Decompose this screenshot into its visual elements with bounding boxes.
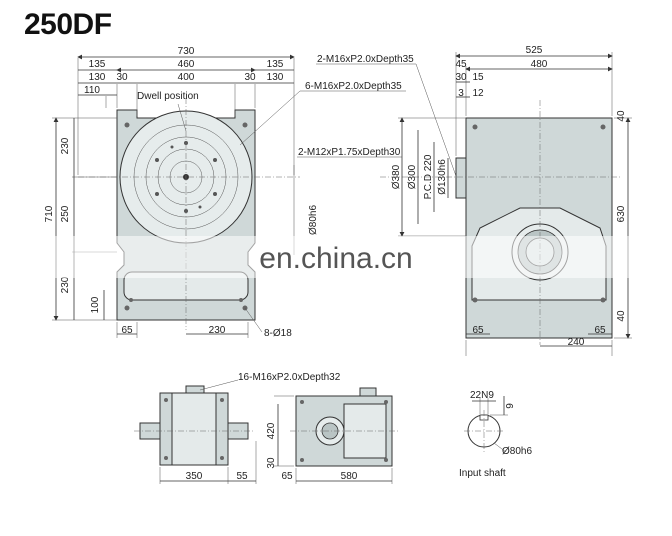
dim-420: 420 <box>266 422 277 439</box>
side-view <box>380 52 632 356</box>
dim-525: 525 <box>526 45 543 56</box>
callouts: 2-M16xP2.0xDepth35 6-M16xP2.0xDepth35 2-… <box>239 54 457 177</box>
shaft-detail-labels: 22N9 9 Ø80h6 Input shaft <box>459 390 532 479</box>
dim-230-top: 230 <box>60 137 71 154</box>
dim-dia-300: Ø300 <box>407 164 418 189</box>
dim-40-top: 40 <box>616 110 627 122</box>
side-view-dimensions: 525 480 45 30 15 3 12 Ø380 Ø300 P.C.D 22… <box>391 45 627 348</box>
label-dwell-position: Dwell position <box>137 91 199 102</box>
dim-580: 580 <box>341 471 358 482</box>
label-shaft-dia: Ø80h6 <box>308 205 319 235</box>
dim-30-right: 30 <box>244 72 256 83</box>
dim-240: 240 <box>568 337 585 348</box>
dim-15: 15 <box>472 72 484 83</box>
dim-65-left: 65 <box>472 325 484 336</box>
dim-480: 480 <box>531 59 548 70</box>
dim-pcd-220: P.C.D 220 <box>423 154 434 199</box>
dim-110: 110 <box>84 85 100 96</box>
model-title: 250DF <box>24 8 112 41</box>
dim-55: 55 <box>236 471 248 482</box>
dim-40-bottom: 40 <box>616 310 627 322</box>
dim-350: 350 <box>186 471 203 482</box>
bottom-view-labels: 420 30 65 580 <box>266 422 358 482</box>
dim-3: 3 <box>458 88 464 99</box>
label-input-shaft: Input shaft <box>459 468 506 479</box>
dim-250: 250 <box>60 205 71 222</box>
dim-100: 100 <box>90 296 101 313</box>
bottom-view <box>274 387 398 484</box>
dim-dia-380: Ø380 <box>391 164 402 189</box>
dim-65-right: 65 <box>594 325 606 336</box>
dim-45: 45 <box>455 59 467 70</box>
top-view-labels: 16-M16xP2.0xDepth32 350 55 <box>186 372 341 482</box>
dim-230-bottom: 230 <box>60 276 71 293</box>
front-view-dimensions: 730 460 135 135 130 30 400 30 130 110 23… <box>44 46 319 339</box>
dim-30-left: 30 <box>116 72 128 83</box>
dim-630: 630 <box>616 205 627 222</box>
dim-130-right: 130 <box>267 72 284 83</box>
dim-230-horizontal: 230 <box>209 325 226 336</box>
label-key-depth: 9 <box>505 403 516 409</box>
dim-135-right: 135 <box>267 59 284 70</box>
dim-65-bottom: 65 <box>281 471 293 482</box>
dim-730: 730 <box>178 46 195 57</box>
dim-400: 400 <box>178 72 195 83</box>
dim-dia-130: Ø130h6 <box>437 159 448 195</box>
callout-2-m12: 2-M12xP1.75xDepth30 <box>298 147 401 158</box>
callout-2-m16: 2-M16xP2.0xDepth35 <box>317 54 414 65</box>
label-key-width: 22N9 <box>470 390 494 401</box>
shaft-detail <box>464 396 508 453</box>
dim-12: 12 <box>472 88 484 99</box>
label-8-holes: 8-Ø18 <box>264 328 292 339</box>
watermark-band <box>0 236 672 278</box>
dim-710: 710 <box>44 205 55 222</box>
dim-460: 460 <box>178 59 195 70</box>
callout-6-m16: 6-M16xP2.0xDepth35 <box>305 81 402 92</box>
watermark-text: en.china.cn <box>259 242 412 275</box>
dim-65: 65 <box>121 325 133 336</box>
dim-30-bottom: 30 <box>266 457 277 469</box>
output-flange <box>455 157 467 199</box>
dim-30-side: 30 <box>455 72 467 83</box>
label-shaft-diameter: Ø80h6 <box>502 446 532 457</box>
dim-135-left: 135 <box>89 59 106 70</box>
dim-130-left: 130 <box>89 72 106 83</box>
top-view <box>134 379 257 484</box>
label-16-holes: 16-M16xP2.0xDepth32 <box>238 372 341 383</box>
